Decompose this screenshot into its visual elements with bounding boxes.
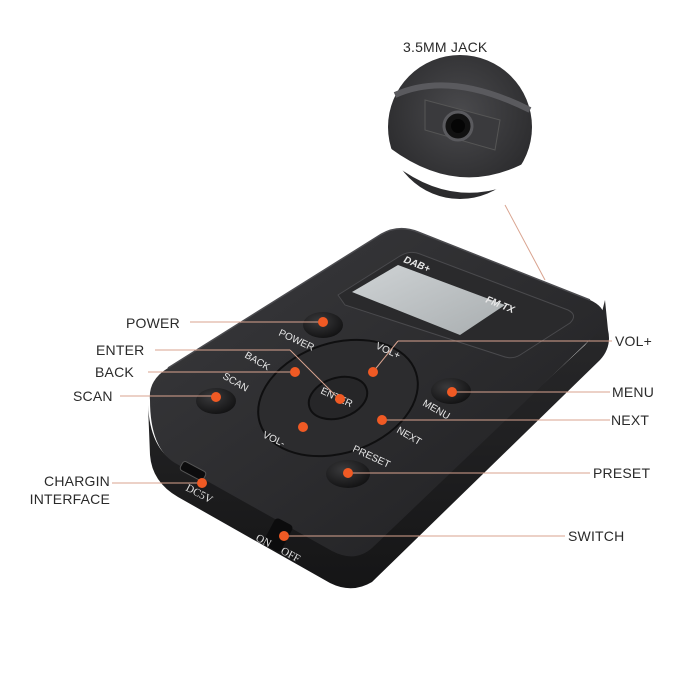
marker-back bbox=[290, 367, 300, 377]
callout-charging: CHARGIN INTERFACE bbox=[20, 472, 110, 508]
marker-preset bbox=[343, 468, 353, 478]
marker-voldown bbox=[298, 422, 308, 432]
jack-zoom-inset bbox=[388, 55, 532, 199]
callout-scan: SCAN bbox=[73, 388, 113, 404]
lcd-display bbox=[337, 251, 574, 359]
callout-next: NEXT bbox=[611, 412, 650, 428]
marker-menu bbox=[447, 387, 457, 397]
marker-enter bbox=[335, 394, 345, 404]
callout-preset: PRESET bbox=[593, 465, 651, 481]
marker-charging bbox=[197, 478, 207, 488]
usb-port bbox=[179, 461, 207, 481]
marker-dots bbox=[197, 317, 457, 541]
callout-volup: VOL+ bbox=[615, 333, 652, 349]
callout-power: POWER bbox=[126, 315, 180, 331]
leader-lines bbox=[112, 204, 612, 537]
marker-next bbox=[377, 415, 387, 425]
marker-power bbox=[318, 317, 328, 327]
marker-scan bbox=[211, 392, 221, 402]
callout-back: BACK bbox=[95, 364, 134, 380]
callout-enter: ENTER bbox=[96, 342, 145, 358]
power-slide-switch bbox=[263, 518, 293, 552]
callout-charging-line2: INTERFACE bbox=[29, 491, 110, 507]
marker-volup bbox=[368, 367, 378, 377]
callout-jack: 3.5MM JACK bbox=[403, 39, 488, 55]
callout-switch: SWITCH bbox=[568, 528, 625, 544]
marker-switch bbox=[279, 531, 289, 541]
callout-menu: MENU bbox=[612, 384, 655, 400]
callout-charging-line1: CHARGIN bbox=[44, 473, 110, 489]
